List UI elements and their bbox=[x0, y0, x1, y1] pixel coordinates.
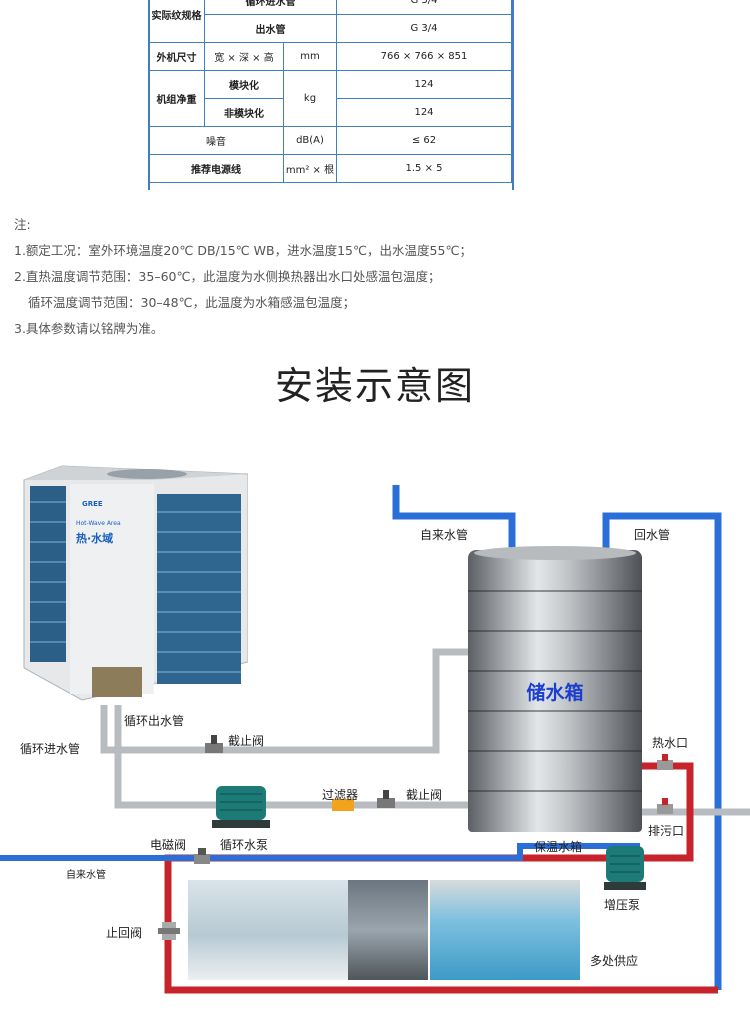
table-cell: 机组净重 bbox=[148, 70, 205, 127]
label-stop-valve-2: 截止阀 bbox=[406, 788, 443, 802]
circulation-pump-icon bbox=[212, 786, 270, 828]
notes-heading: 注: bbox=[14, 217, 31, 232]
pool-photo bbox=[430, 880, 580, 980]
label-tap-water-bottom: 自来水管 bbox=[66, 870, 106, 881]
table-cell: 噪音 bbox=[148, 126, 284, 155]
filter-element bbox=[332, 799, 354, 811]
table-frame-right bbox=[512, 0, 514, 190]
stop-valve-icon bbox=[377, 790, 395, 808]
note-line: 3.具体参数请以铭牌为准。 bbox=[14, 321, 164, 336]
table-cell: 非模块化 bbox=[204, 98, 284, 127]
table-cell: 宽 × 深 × 高 bbox=[204, 42, 284, 71]
label-multi-supply: 多处供应 bbox=[590, 954, 639, 968]
shower-photo bbox=[348, 880, 428, 980]
tank-ring bbox=[468, 630, 642, 632]
stop-valve-icon bbox=[205, 735, 223, 753]
unit-name: 热·水域 bbox=[76, 532, 114, 545]
circ-out-pipe bbox=[100, 648, 470, 754]
table-row: 非模块化 124 bbox=[149, 98, 512, 127]
label-filter: 过滤器 bbox=[322, 788, 359, 802]
table-row: 外机尺寸 宽 × 深 × 高 mm 766 × 766 × 851 bbox=[148, 42, 512, 71]
table-cell: mm² × 根 bbox=[283, 154, 337, 183]
note-line: 2.直热温度调节范围：35–60℃，此温度为水侧换热器出水口处感温包温度； bbox=[14, 269, 441, 284]
note-line: 1.额定工况：室外环境温度20℃ DB/15℃ WB，进水温度15℃，出水温度5… bbox=[14, 243, 472, 258]
label-circ-in: 循环进水管 bbox=[20, 742, 81, 756]
drain-valve-icon bbox=[657, 798, 673, 814]
heat-pump-unit bbox=[23, 465, 248, 701]
storage-tank bbox=[468, 550, 642, 832]
table-cell: 766 × 766 × 851 bbox=[336, 42, 512, 71]
unit-series: Hot-Wave Area bbox=[76, 520, 121, 527]
table-row: 推荐电源线 mm² × 根 1.5 × 5 bbox=[148, 154, 512, 183]
hot-outlet-valve-icon bbox=[657, 754, 673, 770]
tank-ring bbox=[468, 790, 642, 792]
tap-water-pipe-top bbox=[392, 485, 516, 560]
table-row: 机组净重 模块化 kg 124 bbox=[148, 70, 512, 127]
tank-ring bbox=[468, 750, 642, 752]
label-booster-pump: 增压泵 bbox=[604, 898, 641, 912]
label-solenoid-valve: 电磁阀 bbox=[150, 838, 187, 852]
tank-ring bbox=[468, 710, 642, 712]
tank-ring bbox=[468, 670, 642, 672]
booster-pump-icon bbox=[604, 846, 646, 890]
notes-block: 注: 1.额定工况：室外环境温度20℃ DB/15℃ WB，进水温度15℃，出水… bbox=[14, 212, 472, 342]
table-cell: 1.5 × 5 bbox=[336, 154, 512, 183]
label-circ-pump: 循环水泵 bbox=[220, 838, 269, 852]
table-cell: kg bbox=[283, 70, 337, 127]
table-cell: 外机尺寸 bbox=[148, 42, 205, 71]
label-return-pipe: 回水管 bbox=[634, 528, 671, 542]
label-circ-out: 循环出水管 bbox=[124, 714, 185, 728]
diagram-title: 安装示意图 bbox=[274, 364, 475, 408]
tank-label: 储水箱 bbox=[526, 682, 584, 704]
spec-table: 实际纹规格 循环进水管 G 3/4 出水管 G 3/4 外机尺寸 宽 × 深 ×… bbox=[148, 0, 512, 183]
tank-top bbox=[474, 546, 636, 560]
table-cell: 出水管 bbox=[204, 14, 337, 43]
tank-ring bbox=[468, 590, 642, 592]
note-line: 循环温度调节范围：30–48℃，此温度为水箱感温包温度； bbox=[28, 295, 356, 310]
label-drain-outlet: 排污口 bbox=[648, 824, 685, 838]
unit-brand: GREE bbox=[82, 500, 103, 508]
solenoid-valve-icon bbox=[194, 848, 210, 864]
label-check-valve: 止回阀 bbox=[106, 926, 143, 940]
label-insulated-tank: 保温水箱 bbox=[534, 840, 583, 854]
table-cell: 模块化 bbox=[204, 70, 284, 99]
check-valve-icon bbox=[158, 922, 180, 940]
label-hot-outlet: 热水口 bbox=[652, 736, 689, 750]
label-tap-water-top: 自来水管 bbox=[420, 528, 469, 542]
tap-water-pipe-bottom bbox=[0, 843, 640, 861]
bathtub-photo bbox=[188, 880, 348, 980]
table-cell: 实际纹规格 bbox=[148, 0, 205, 43]
return-pipe bbox=[602, 512, 722, 990]
table-cell: 推荐电源线 bbox=[148, 154, 284, 183]
table-row: 噪音 dB(A) ≤ 62 bbox=[148, 126, 512, 155]
label-stop-valve-1: 截止阀 bbox=[228, 734, 265, 748]
